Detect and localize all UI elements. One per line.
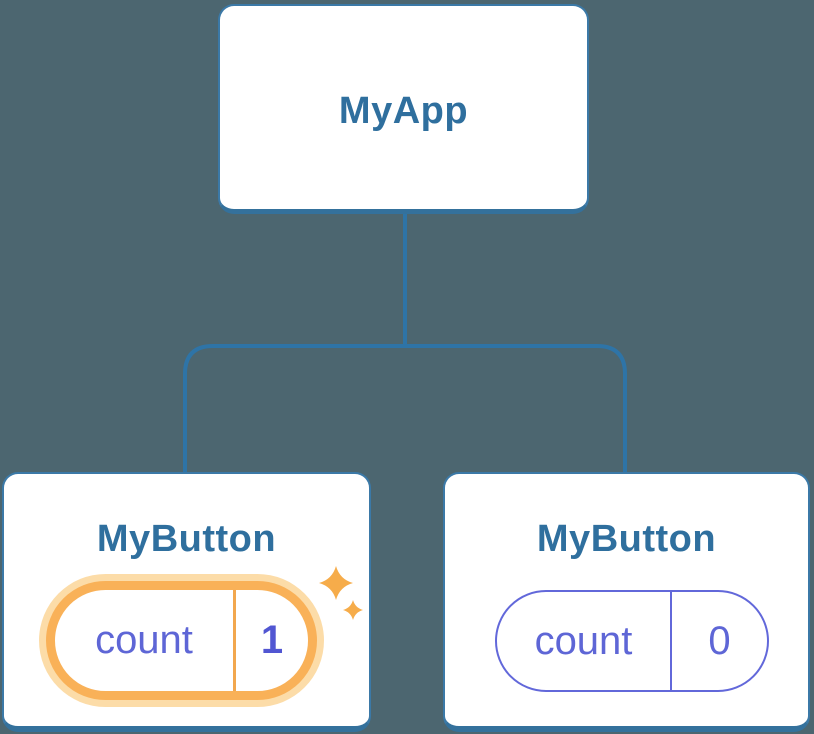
state-key-label: count [95,618,193,662]
node-title-mybutton-right: MyButton [536,518,717,560]
tree-node-mybutton-left: MyButton count 1 [2,472,371,732]
state-pill: count 0 [495,590,769,692]
tree-node-myapp: MyApp [218,4,589,214]
node-title-myapp: MyApp [338,90,469,132]
state-value: 0 [708,618,731,663]
state-value: 1 [260,618,284,662]
state-pill-highlighted: count 1 [46,581,317,700]
sparkle-icon [319,566,363,620]
pill-divider [670,592,672,690]
state-key-label: count [534,618,633,663]
connector-branch [183,344,627,472]
node-title-mybutton-left: MyButton [96,518,277,560]
tree-node-mybutton-right: MyButton count 0 [443,472,810,732]
pill-divider [233,590,236,691]
